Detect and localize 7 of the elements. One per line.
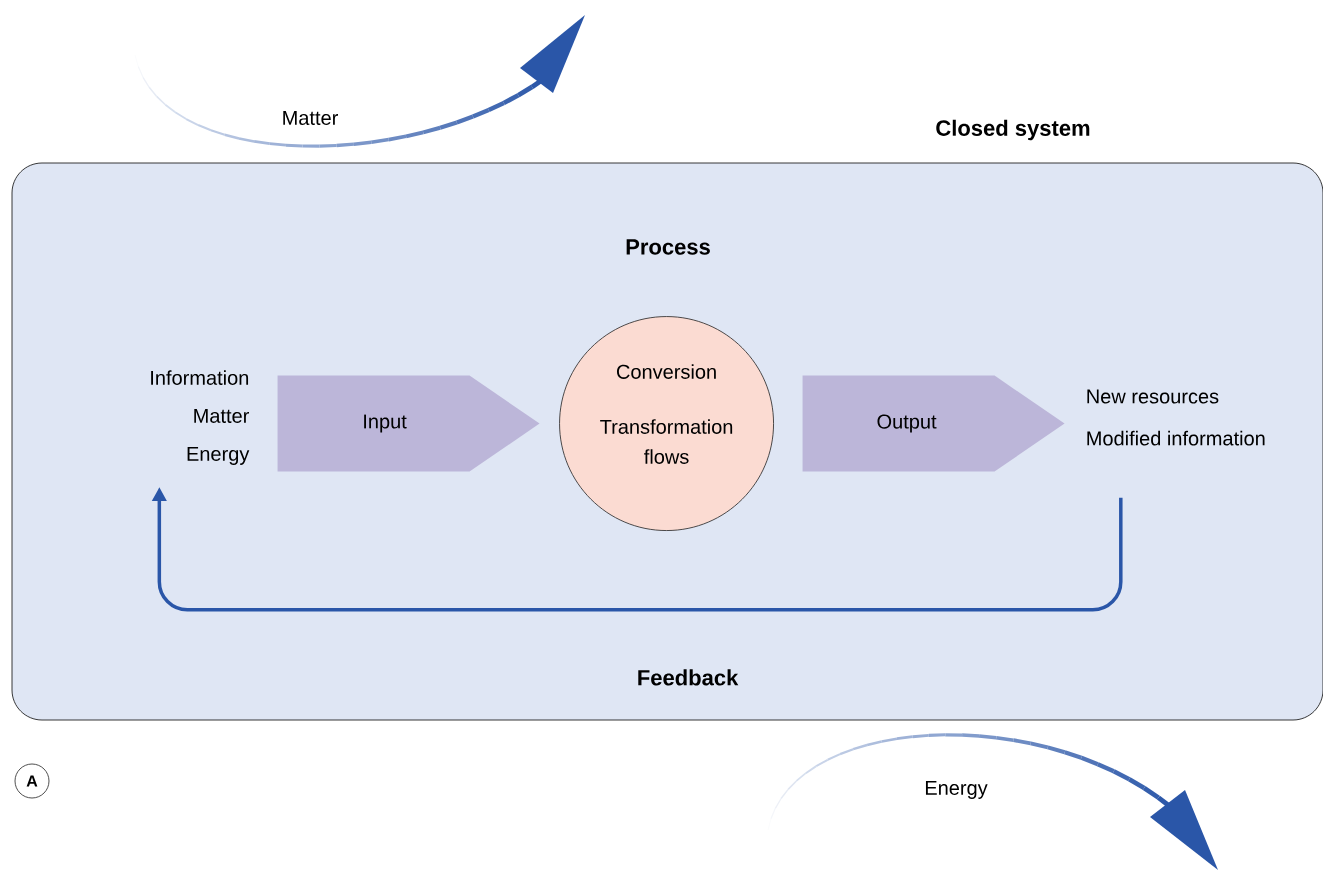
- node-label: Closed system: [936, 119, 1090, 141]
- section-heading: Process: [626, 239, 710, 255]
- flow-label: Energy: [925, 781, 988, 799]
- edge-label: Feedback: [638, 669, 739, 686]
- output-list: New resources Modified information: [1087, 389, 1265, 446]
- input-list: Information Matter Energy: [151, 370, 250, 465]
- panel-letter: A: [14, 763, 50, 799]
